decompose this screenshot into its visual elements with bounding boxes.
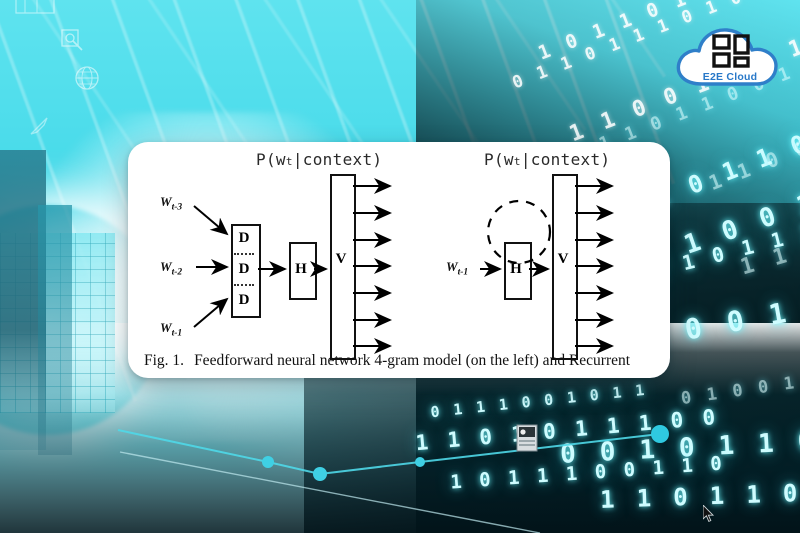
- input-label-wt2-sub: t-2: [171, 267, 183, 278]
- figure-caption-label: Fig. 1.: [144, 352, 185, 369]
- input-label-wt2-base: W: [160, 259, 172, 274]
- logo-text: E2E Cloud: [702, 71, 758, 83]
- figure-caption: Fig. 1. Feedforward neural network 4-gram…: [144, 352, 630, 370]
- grid-squares-icon: [712, 34, 750, 68]
- input-label-wt2: Wt-2: [160, 259, 182, 278]
- left-title-subscript: t: [285, 155, 293, 168]
- projection-dotted-separator: [234, 253, 254, 255]
- projection-unit-d-3: D: [238, 291, 250, 308]
- right-model-arrows: [480, 178, 614, 354]
- globe-icon: [75, 66, 99, 90]
- e2e-cloud-logo[interactable]: E2E Cloud: [672, 22, 788, 94]
- hidden-layer-box-right: [504, 242, 532, 300]
- right-title-p: P(w: [484, 150, 514, 169]
- mouse-pointer: [703, 505, 715, 522]
- input-label-wt3-sub: t-3: [171, 202, 183, 213]
- input-label-wt1-base: W: [160, 320, 172, 335]
- left-title-p: P(w: [256, 150, 286, 169]
- building-tower-secondary: [38, 205, 72, 455]
- input-label-wt3-base: W: [160, 194, 172, 209]
- figure-caption-text: Feedforward neural network 4-gram model …: [194, 352, 631, 369]
- projection-layer-column: [231, 224, 261, 318]
- server-icon: [15, 0, 55, 14]
- recurrent-loop-dashed-circle: [486, 199, 552, 265]
- hidden-unit-label-left: H: [295, 260, 307, 277]
- media-file-icon: [516, 424, 538, 452]
- projection-dotted-separator: [234, 284, 254, 286]
- search-icon: [61, 29, 83, 51]
- projection-unit-d-2: D: [238, 260, 250, 277]
- input-label-wt1: Wt-1: [160, 320, 182, 339]
- input-label-wt1-right-base: W: [446, 259, 458, 274]
- cloud-icon: [676, 28, 778, 86]
- output-unit-label-left: V: [335, 250, 347, 267]
- input-label-wt3: Wt-3: [160, 194, 182, 213]
- right-title-subscript: t: [513, 155, 521, 168]
- input-label-wt1-sub: t-1: [171, 328, 183, 339]
- left-model-title: P(wt|context): [256, 150, 382, 169]
- left-title-rest: |context): [292, 150, 383, 169]
- right-model-title: P(wt|context): [484, 150, 610, 169]
- output-unit-label-right: V: [557, 250, 569, 267]
- projection-unit-d-1: D: [238, 229, 250, 246]
- right-title-rest: |context): [520, 150, 611, 169]
- figure-card: P(wt|context) P(wt|context) Wt-3 Wt-2 Wt…: [128, 142, 670, 378]
- input-label-wt1-right: Wt-1: [446, 259, 468, 278]
- left-model-arrows: [193, 178, 392, 354]
- hidden-unit-label-right: H: [510, 260, 522, 277]
- input-label-wt1-right-sub: t-1: [457, 267, 469, 278]
